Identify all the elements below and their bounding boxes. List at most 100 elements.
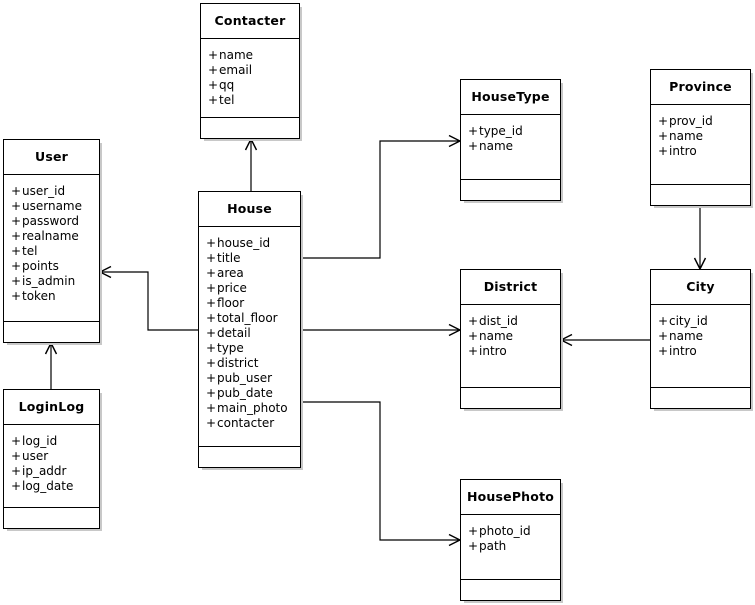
visibility-marker: + [468,538,479,553]
visibility-marker: + [208,92,219,107]
attribute-name: floor [217,295,245,310]
class-attributes-contacter: +name+email+qq+tel [201,39,299,118]
attribute-row: +pub_date [199,386,300,401]
attribute-name: tel [219,92,235,107]
attribute-row: +main_photo [199,401,300,416]
visibility-marker: + [208,62,219,77]
visibility-marker: + [468,523,479,538]
visibility-marker: + [206,325,217,340]
visibility-marker: + [658,113,669,128]
attribute-row: +photo_id [461,524,560,539]
visibility-marker: + [11,243,22,258]
visibility-marker: + [206,250,217,265]
class-box-housephoto[interactable]: HousePhoto+photo_id+path [460,479,561,601]
attribute-name: intro [479,343,507,358]
visibility-marker: + [206,370,217,385]
attribute-row: +ip_addr [4,464,99,479]
attribute-name: user_id [22,183,66,198]
visibility-marker: + [658,313,669,328]
class-operations-contacter [201,118,299,138]
attribute-row: +name [461,329,560,344]
attribute-name: log_date [22,478,74,493]
class-box-house[interactable]: House+house_id+title+area+price+floor+to… [198,191,301,468]
visibility-marker: + [468,138,479,153]
attribute-row: +intro [651,344,750,359]
attribute-row: +is_admin [4,274,99,289]
connector-group [51,139,700,540]
attribute-row: +detail [199,326,300,341]
connector-house-to-housephoto [301,401,460,540]
attribute-row: +title [199,251,300,266]
attribute-name: prov_id [669,113,713,128]
attribute-row: +name [461,139,560,154]
attribute-name: pub_date [217,385,273,400]
class-operations-housetype [461,180,560,200]
class-box-province[interactable]: Province+prov_id+name+intro [650,69,751,206]
class-box-user[interactable]: User+user_id+username+password+realname+… [3,139,100,343]
attribute-row: +tel [4,244,99,259]
visibility-marker: + [468,123,479,138]
visibility-marker: + [11,288,22,303]
attribute-row: +intro [461,344,560,359]
attribute-row: +log_id [4,434,99,449]
attribute-row: +house_id [199,236,300,251]
visibility-marker: + [468,313,479,328]
visibility-marker: + [11,258,22,273]
attribute-name: name [219,47,254,62]
attribute-row: +path [461,539,560,554]
visibility-marker: + [206,415,217,430]
attribute-row: +name [201,48,299,63]
class-box-contacter[interactable]: Contacter+name+email+qq+tel [200,3,300,139]
attribute-row: +email [201,63,299,78]
attribute-name: pub_user [217,370,273,385]
class-attributes-user: +user_id+username+password+realname+tel+… [4,175,99,322]
class-attributes-city: +city_id+name+intro [651,305,750,388]
attribute-name: user [22,448,49,463]
class-name-contacter: Contacter [201,4,299,39]
visibility-marker: + [11,478,22,493]
class-attributes-house: +house_id+title+area+price+floor+total_f… [199,227,300,447]
visibility-marker: + [206,340,217,355]
attribute-row: +realname [4,229,99,244]
class-operations-district [461,388,560,408]
attribute-row: +points [4,259,99,274]
attribute-name: city_id [669,313,708,328]
class-operations-province [651,185,750,205]
visibility-marker: + [658,128,669,143]
attribute-name: username [22,198,82,213]
visibility-marker: + [658,328,669,343]
attribute-row: +price [199,281,300,296]
attribute-row: +area [199,266,300,281]
visibility-marker: + [468,328,479,343]
attribute-name: type_id [479,123,523,138]
visibility-marker: + [468,343,479,358]
attribute-name: realname [22,228,79,243]
attribute-name: type [217,340,244,355]
class-box-loginlog[interactable]: LoginLog+log_id+user+ip_addr+log_date [3,389,100,529]
attribute-name: intro [669,343,697,358]
connector-house-to-housetype [301,141,460,259]
class-box-city[interactable]: City+city_id+name+intro [650,269,751,409]
attribute-row: +qq [201,78,299,93]
attribute-row: +username [4,199,99,214]
attribute-name: path [479,538,507,553]
attribute-row: +dist_id [461,314,560,329]
class-box-housetype[interactable]: HouseType+type_id+name [460,79,561,201]
attribute-row: +password [4,214,99,229]
class-box-district[interactable]: District+dist_id+name+intro [460,269,561,409]
attribute-name: area [217,265,244,280]
visibility-marker: + [206,295,217,310]
attribute-row: +log_date [4,479,99,494]
visibility-marker: + [11,448,22,463]
attribute-name: main_photo [217,400,288,415]
attribute-name: house_id [217,235,271,250]
attribute-name: password [22,213,79,228]
attribute-row: +tel [201,93,299,108]
visibility-marker: + [206,280,217,295]
attribute-row: +floor [199,296,300,311]
visibility-marker: + [11,228,22,243]
visibility-marker: + [206,385,217,400]
attribute-row: +intro [651,144,750,159]
attribute-name: name [479,328,514,343]
